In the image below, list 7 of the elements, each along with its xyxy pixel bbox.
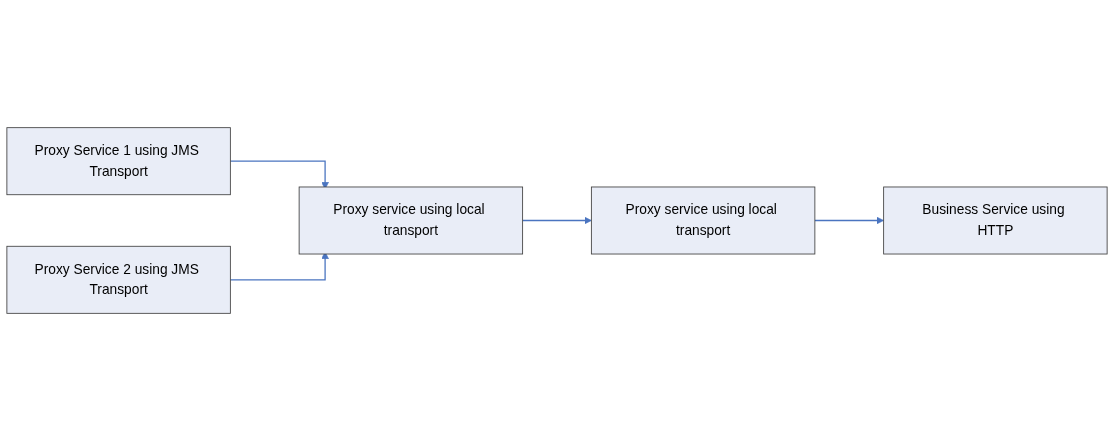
node-box: Business Service using HTTP [883, 186, 1108, 255]
node-box: Proxy Service 1 using JMS Transport [6, 127, 231, 196]
node-box: Proxy Service 2 using JMS Transport [6, 245, 231, 314]
node-box: Proxy service using local transport [590, 186, 816, 255]
arrow [814, 216, 884, 225]
node-box: Proxy service using local transport [298, 186, 524, 255]
arrow [521, 216, 592, 225]
